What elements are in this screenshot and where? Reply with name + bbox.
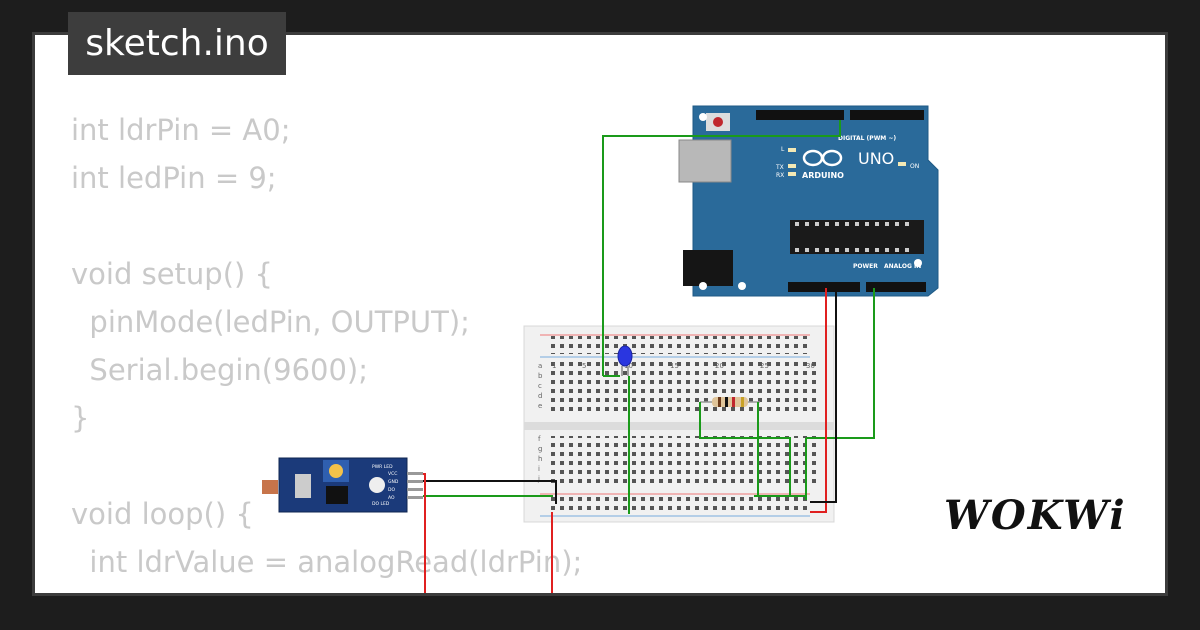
tx-led-label: TX (775, 164, 784, 171)
arduino-infinity-logo-icon (802, 149, 843, 167)
breadboard-row-label: e (538, 402, 542, 410)
code-line: int ldrValue = analogRead(ldrPin); (71, 545, 583, 579)
breadboard-row-label: j (537, 475, 540, 483)
breadboard-col-label: 15 (670, 362, 679, 370)
digital-header-label: DIGITAL (PWM ~) (838, 135, 896, 142)
breadboard-col-label: 30 (806, 362, 815, 370)
breadboard-row-label: c (538, 382, 542, 390)
breadboard-row-label: i (538, 465, 540, 473)
sensor-pin-label: VCC (388, 471, 397, 477)
code-line: int ledPin = 9; (71, 161, 277, 195)
on-led-label: ON (910, 163, 919, 170)
breadboard-col-label: 1 (552, 362, 556, 370)
code-line: void loop() { (71, 497, 254, 531)
breadboard-row-label: b (538, 372, 543, 380)
sketch-filename-tab[interactable]: sketch.ino (68, 12, 286, 75)
sensor-pin-label: AO (388, 495, 395, 501)
breadboard-col-label: 20 (715, 362, 724, 370)
code-line: void setup() { (71, 257, 273, 291)
analog-header-label: ANALOG IN (884, 263, 921, 270)
breadboard-col-label: 5 (582, 362, 586, 370)
code-editor: int ldrPin = A0; int ledPin = 9; void se… (71, 106, 583, 593)
breadboard-row-label: g (538, 445, 542, 453)
sensor-pin-label: GND (388, 479, 399, 485)
code-line: Serial.begin(9600); (71, 353, 369, 387)
sensor-led-label: PWR LED (372, 464, 393, 470)
led-component[interactable] (617, 345, 633, 376)
board-brand-label: ARDUINO (802, 171, 844, 180)
breadboard-col-label: 25 (760, 362, 769, 370)
breadboard-row-label: d (538, 392, 542, 400)
wires (423, 120, 875, 593)
sensor-led-label: DO LED (372, 501, 390, 507)
rx-led-label: RX (776, 172, 784, 179)
code-line: } (71, 401, 90, 435)
breadboard: a b c d e f g h i j 1 5 10 15 20 25 30 (523, 325, 835, 523)
ldr-sensor-module[interactable]: VCC GND DO AO PWR LED DO LED (262, 457, 423, 513)
power-header-label: POWER (853, 263, 878, 270)
resistor-component[interactable] (700, 397, 760, 407)
wokwi-logo: WOKWi (944, 492, 1127, 539)
l-led-label: L (781, 146, 785, 153)
arduino-uno-board[interactable]: UNO ARDUINO DIGITAL (PWM ~) POWER ANALOG… (678, 105, 939, 297)
breadboard-row-label: a (538, 362, 542, 370)
breadboard-row-label: h (538, 455, 542, 463)
reset-button[interactable] (713, 117, 723, 127)
code-line: pinMode(ledPin, OUTPUT); (71, 305, 470, 339)
board-model-label: UNO (858, 149, 894, 168)
breadboard-row-label: f (538, 435, 541, 443)
code-line: int ldrPin = A0; (71, 113, 291, 147)
sensor-pin-label: DO (388, 487, 395, 493)
